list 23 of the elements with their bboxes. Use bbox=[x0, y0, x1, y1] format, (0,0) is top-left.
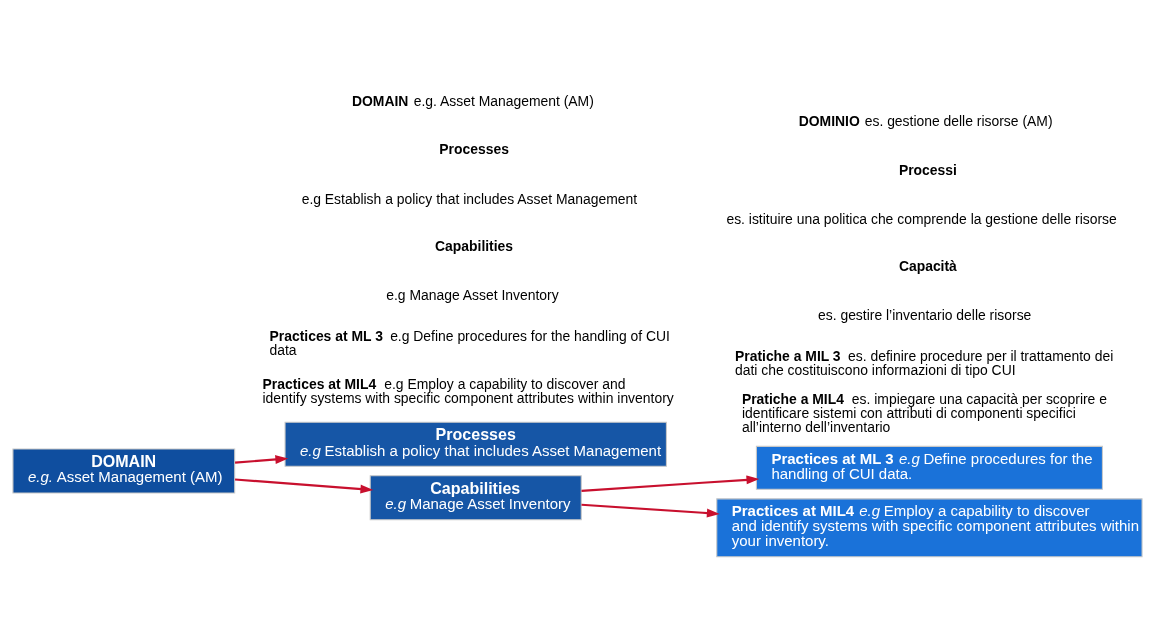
label: Pratiche a MIL 3 es. definire procedure per il trattamento dei dati che costituiscono informazioni di tipo CUI bbox=[734, 347, 1114, 378]
label: es. istituire una politica che comprende la gestione delle risorse bbox=[726, 210, 1117, 227]
arrow bbox=[581, 474, 760, 492]
arrow bbox=[235, 477, 374, 494]
node-box: Practices at ML 3 e.g Define procedures for the handling of CUI data. bbox=[755, 445, 1103, 490]
node-box: Processes e.g Establish a policy that includes Asset Management bbox=[284, 421, 667, 467]
arrow bbox=[235, 454, 289, 464]
arrow bbox=[581, 503, 720, 518]
node-box: Practices at MIL4 e.g Employ a capability to discover and identify systems with specific component attributes within your inventory. bbox=[716, 497, 1143, 557]
label: DOMINIO es. gestione delle risorse (AM) bbox=[798, 112, 1053, 129]
label: e.g Manage Asset Inventory bbox=[386, 286, 559, 303]
node-box: Capabilities e.g Manage Asset Inventory bbox=[369, 474, 582, 520]
label: Capabilities bbox=[435, 237, 514, 254]
label: Pratiche a MIL4 es. impiegare una capacità per scoprire e identificare sistemi con attributi di componenti specifici all’interno dell’inventario bbox=[741, 390, 1107, 435]
label: Processes bbox=[439, 140, 509, 157]
label: Processi bbox=[898, 161, 957, 178]
node-box: DOMAIN e.g. Asset Management (AM) bbox=[12, 448, 236, 493]
label: Practices at MIL4 e.g Employ a capability to discover and identify systems with specific component attributes within inventory bbox=[262, 375, 674, 406]
label: DOMAIN e.g. Asset Management (AM) bbox=[352, 92, 594, 109]
label: Practices at ML 3 e.g Define procedures for the handling of CUI data bbox=[269, 327, 670, 358]
label: es. gestire l’inventario delle risorse bbox=[818, 306, 1032, 323]
label: Capacità bbox=[898, 257, 957, 274]
label: e.g Establish a policy that includes Asset Management bbox=[301, 190, 638, 207]
